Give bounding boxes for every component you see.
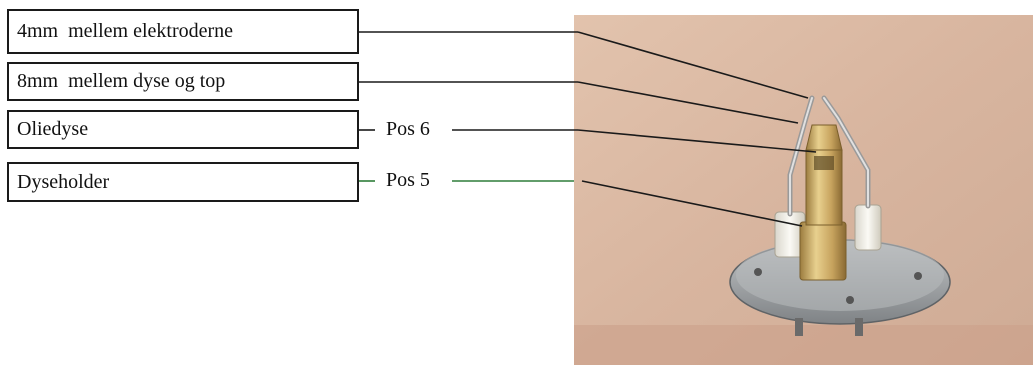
label-electrode-gap: 4mm mellem elektroderne — [7, 9, 359, 54]
pos-6-label: Pos 6 — [386, 118, 430, 140]
pos-5-label: Pos 5 — [386, 169, 430, 191]
nozzle-assembly-photo — [574, 15, 1033, 365]
label-nozzle-holder: Dyseholder — [7, 162, 359, 202]
label-oil-nozzle: Oliedyse — [7, 110, 359, 149]
leader-lines — [359, 31, 817, 227]
leader-electrodes — [359, 31, 809, 99]
leader-pos5 — [359, 180, 803, 227]
label-nozzle-holder-text: Dyseholder — [17, 170, 110, 193]
label-nozzle-gap: 8mm mellem dyse og top — [7, 62, 359, 101]
label-nozzle-gap-text: 8mm mellem dyse og top — [17, 70, 226, 92]
leader-nozzle-top — [359, 81, 799, 124]
label-electrode-gap-text: 4mm mellem elektroderne — [17, 20, 234, 42]
leader-pos6 — [359, 129, 817, 153]
label-oil-nozzle-text: Oliedyse — [17, 118, 89, 140]
